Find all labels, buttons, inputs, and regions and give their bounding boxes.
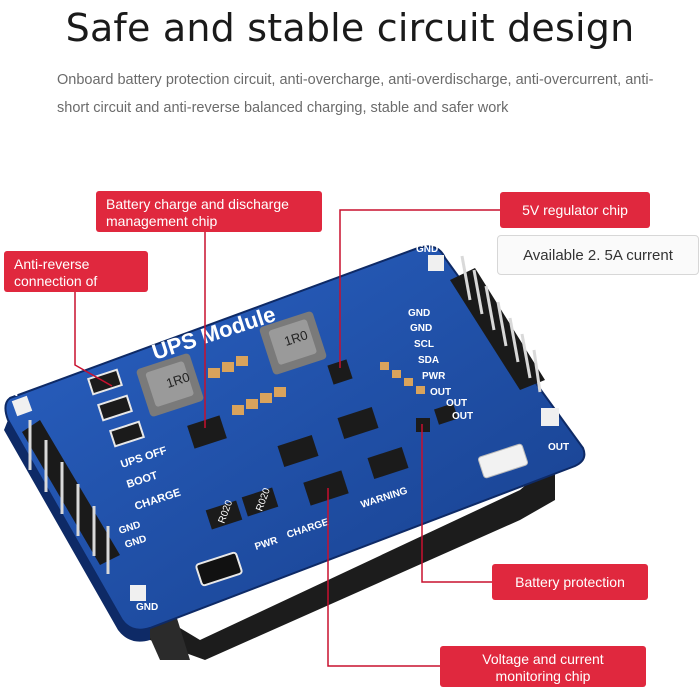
pin-label: OUT: [430, 387, 451, 398]
corner-label-gnd-bottom: GND: [136, 602, 158, 613]
battery-holder: [150, 460, 555, 660]
inductor-mark-right: 1R0: [282, 327, 309, 349]
ic-right: [367, 446, 409, 480]
right-pin-header: [450, 255, 545, 393]
callout-anti-reverse: Anti-reverse connection of battery: [4, 251, 148, 306]
charge-management-chip: [187, 415, 227, 449]
inductor-right: [259, 311, 327, 375]
callout-regulator: 5V regulator chip: [500, 192, 650, 228]
protection-chip: [416, 418, 430, 432]
corner-label-in: IN: [8, 388, 18, 399]
pin-label: OUT: [446, 398, 467, 409]
callout-charge-chip: Battery charge and discharge management …: [96, 191, 322, 232]
pcb-edge: [4, 420, 150, 642]
pin-label: GND: [408, 308, 430, 319]
regulator-chip: [327, 359, 353, 385]
corner-pad-out: [541, 408, 559, 426]
leader-anti-reverse: [74, 290, 113, 387]
inductor-mark-left: 1R0: [164, 369, 191, 391]
pin-label: PWR: [422, 371, 446, 382]
pin-label: SCL: [414, 339, 434, 350]
pcb-board: [4, 245, 586, 631]
callout-monitor-chip: Voltage and current monitoring chip: [440, 646, 646, 687]
inductor-left: [136, 353, 204, 417]
corner-label-out: OUT: [548, 442, 569, 453]
page-subtitle: Onboard battery protection circuit, anti…: [57, 72, 654, 116]
corner-pad-in: [11, 395, 33, 417]
corner-pad-top: [428, 255, 444, 271]
shunt-resistor-2: [241, 487, 279, 517]
current-note: Available 2. 5A current: [497, 235, 699, 275]
mosfet: [434, 403, 458, 425]
switch-3: [109, 420, 145, 448]
power-switch: [195, 551, 243, 587]
left-pin-header: [22, 420, 120, 574]
callout-protection-chip: Battery protection chip: [492, 564, 648, 616]
leader-lines: [74, 209, 500, 667]
page-title: Safe and stable circuit design: [65, 6, 635, 50]
ic-middle: [337, 406, 379, 440]
leader-protection: [421, 424, 492, 583]
pin-label: OUT: [452, 411, 473, 422]
pin-label: GND: [410, 323, 432, 334]
capacitor-group: [208, 356, 425, 415]
battery-connector: [478, 443, 528, 479]
leader-monitor: [327, 488, 440, 667]
corner-label-gnd: GND: [416, 244, 438, 255]
corner-pad-bottom: [130, 585, 146, 601]
pin-label: SDA: [418, 355, 439, 366]
monitor-chip: [303, 470, 349, 506]
ic-left: [277, 434, 319, 468]
leader-regulator: [339, 209, 500, 368]
switch-2: [97, 394, 133, 422]
shunt-resistor-1: [205, 500, 243, 530]
